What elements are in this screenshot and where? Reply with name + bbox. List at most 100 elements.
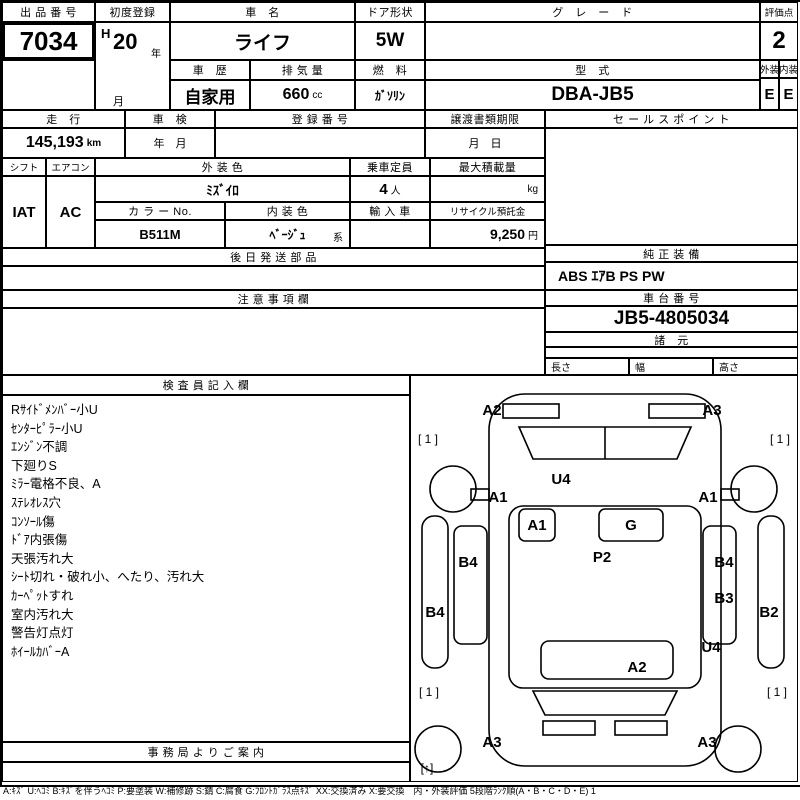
dimension-width-cell: 幅 (629, 358, 713, 375)
interior-color-value: ﾍﾞｰｼﾞｭ 系 (225, 220, 350, 248)
chassis-no-value: JB5-4805034 (545, 306, 798, 332)
grade-label: グ レ ー ド (425, 2, 760, 22)
dimensions-label: 諸 元 (545, 332, 798, 347)
color-no-value: B511M (95, 220, 225, 248)
left-door-panel (453, 525, 488, 645)
interior-grade-label: 内装 (779, 60, 798, 78)
import-car-value (350, 220, 430, 248)
panel-mark-right-front-door: B4 (714, 554, 734, 571)
car-outline-shapes (414, 393, 785, 773)
panel-mark-left-door: B4 (458, 554, 478, 571)
later-parts-label: 後 日 発 送 部 品 (2, 248, 545, 266)
front-seat-left (518, 508, 556, 542)
displacement-number: 660 (282, 86, 310, 103)
inspector-note-line: 警告灯点灯 (11, 626, 74, 641)
first-reg-era: H (101, 26, 111, 41)
sales-point-label: セ ー ル ス ポ イ ン ト (545, 110, 798, 128)
mileage-label: 走 行 (2, 110, 125, 128)
inspector-note-line: ｶｰﾍﾟｯﾄすれ (11, 588, 74, 603)
panel-mark-marker-front-left: [ 1 ] (418, 432, 438, 446)
cabin-outline (508, 505, 702, 689)
shift-value: IAT (2, 176, 46, 248)
wheel-rear-right (714, 725, 762, 773)
inspector-note-line: ﾐﾗｰ電格不良、A (11, 477, 101, 492)
inspector-note-line: 下廻りS (11, 458, 57, 473)
color-no-label: カ ラ ー No. (95, 202, 225, 220)
panel-mark-front-left-bumper: A2 (482, 402, 501, 419)
inspector-note-line: ﾎｲｰﾙｶﾊﾞｰA (11, 644, 70, 659)
mileage-unit: km (86, 137, 102, 149)
car-name-value: ライフ (170, 22, 355, 60)
history-value: 自家用 (170, 80, 250, 110)
caution-value (2, 308, 545, 375)
door-shape-label: ドア形状 (355, 2, 425, 22)
inspector-notes-label: 検 査 員 記 入 欄 (2, 375, 410, 395)
panel-mark-right-rocker-panel: B2 (759, 604, 778, 621)
recycle-deposit-label: リサイクル預託金 (430, 202, 545, 220)
panel-mark-marker-front-right: [ 1 ] (770, 432, 790, 446)
inspection-label: 車 検 (125, 110, 215, 128)
mileage-number: 145,193 (25, 134, 84, 151)
score-label: 評価点 (760, 2, 798, 22)
exhibit-empty-cell (2, 60, 95, 110)
door-shape-value: 5W (355, 22, 425, 60)
headlight-left (502, 403, 560, 419)
inspector-note-line: ｼｰﾄ切れ・破れ小、へたり、汚れ大 (11, 570, 205, 585)
panel-mark-rear-panel: A2 (627, 659, 646, 676)
equipment-label: 純 正 装 備 (545, 245, 798, 262)
capacity-value: 4 人 (350, 176, 430, 202)
chassis-no-label: 車 台 番 号 (545, 290, 798, 306)
sales-point-value (545, 128, 798, 245)
rear-bumper-left (542, 720, 596, 736)
wheel-rear-left (414, 725, 462, 773)
panel-mark-rear-right-bumper: A3 (697, 734, 716, 751)
exterior-grade-value: E (760, 78, 779, 110)
equipment-value: ABS ｴｱB PS PW (545, 262, 798, 290)
grade-value (425, 22, 760, 60)
panel-mark-hood: U4 (551, 471, 571, 488)
max-load-label: 最大積載量 (430, 158, 545, 176)
headlight-right (648, 403, 706, 419)
panel-mark-marker-rear-left: [ 1 ] (419, 685, 439, 699)
first-reg-year: 20 (113, 29, 138, 54)
panel-mark-front-right-bumper: A3 (702, 402, 721, 419)
inspection-value: 年 月 (125, 128, 215, 158)
displacement-label: 排 気 量 (250, 60, 355, 80)
displacement-value: 660 cc (250, 80, 355, 110)
model-value: DBA-JB5 (425, 80, 760, 110)
registration-no-value (215, 128, 425, 158)
damage-code-legend: A:ｷｽﾞ U:ﾍｺﾐ B:ｷｽﾞを伴うﾍｺﾐ P:要塗装 W:補修跡 S:錆 … (3, 786, 596, 796)
max-load-value: kg (430, 176, 545, 202)
exhibit-no-label: 出 品 番 号 (2, 2, 95, 22)
rear-bench (540, 640, 674, 680)
transfer-deadline-label: 譲渡書類期限 (425, 110, 545, 128)
import-car-label: 輸 入 車 (350, 202, 430, 220)
interior-color-label: 内 装 色 (225, 202, 350, 220)
panel-mark-roof: P2 (593, 549, 611, 566)
recycle-deposit-number: 9,250 (489, 226, 525, 242)
model-label: 型 式 (425, 60, 760, 80)
panel-mark-right-rear-fender: U4 (701, 639, 721, 656)
interior-color-suffix: 系 (333, 233, 343, 244)
score-value: 2 (760, 22, 798, 60)
fuel-value: ｶﾞｿﾘﾝ (355, 80, 425, 110)
fuel-label: 燃 料 (355, 60, 425, 80)
right-door-panel (702, 525, 737, 645)
inspector-note-line: 室内汚れ大 (11, 607, 74, 622)
first-reg-cell: H 20 年 月 (95, 22, 170, 110)
car-body-outline (488, 393, 722, 767)
dimension-height-cell: 高さ (713, 358, 798, 375)
inspector-note-line: 天張汚れ大 (11, 551, 74, 566)
panel-mark-front-left-fender: A1 (488, 489, 507, 506)
exterior-grade-label: 外装 (760, 60, 779, 78)
panel-mark-right-rear-door: B3 (714, 590, 733, 607)
office-info-label: 事 務 局 よ り ご 案 内 (2, 742, 410, 762)
aircon-label: エアコン (46, 158, 95, 176)
mirror-right (720, 488, 740, 501)
panel-mark-marker-rear-right: [ 1 ] (767, 685, 787, 699)
capacity-number: 4 (379, 180, 388, 198)
